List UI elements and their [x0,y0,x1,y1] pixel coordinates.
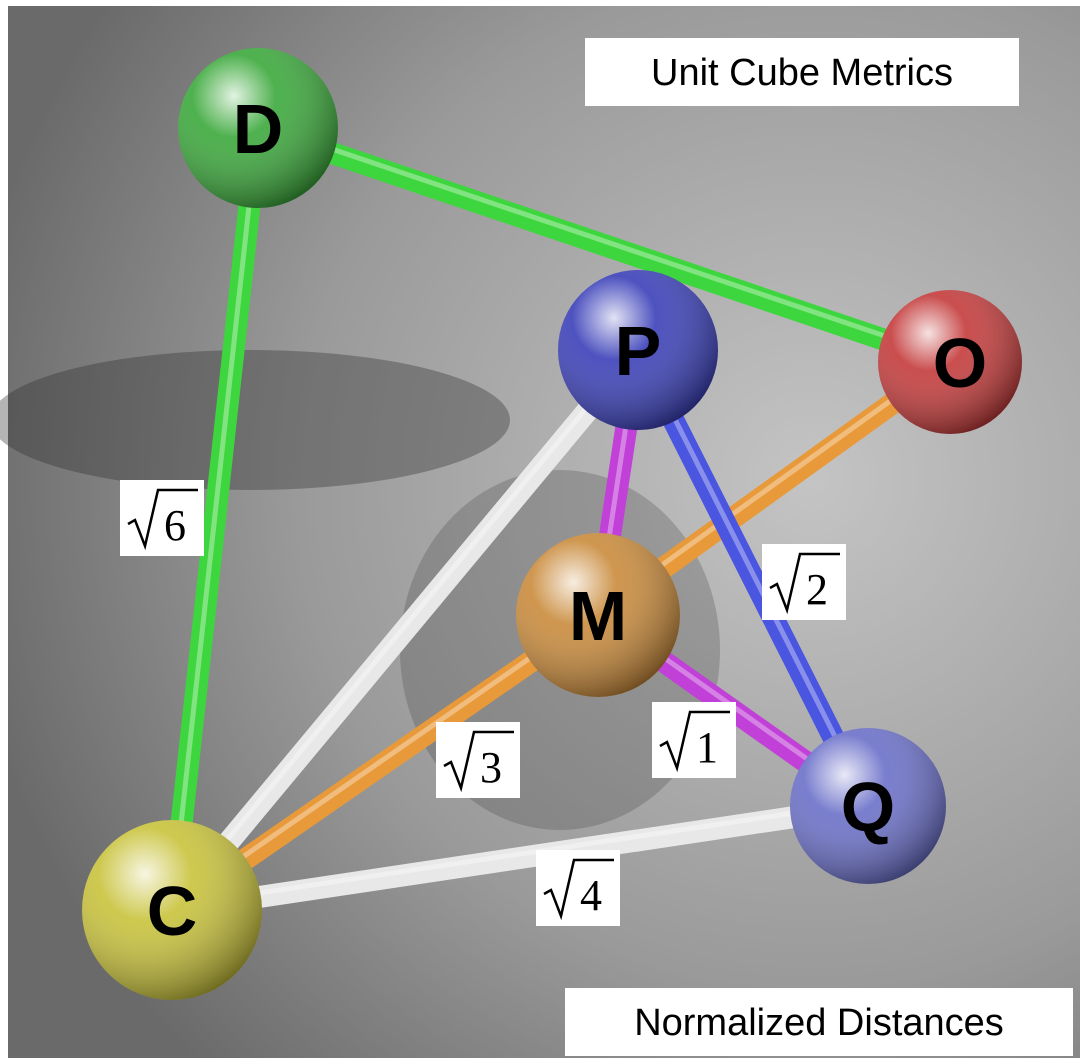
node-shading [558,270,718,430]
footer-box: Normalized Distances [565,988,1073,1056]
edge-label-box [120,480,204,556]
edge-label-box [652,702,736,778]
shadow-blob [0,350,510,490]
radical-icon [443,730,514,793]
node-d: D [178,48,338,208]
edge-label-d-c: 6 [120,480,204,556]
node-shading [790,728,946,884]
edge-label-box [436,722,520,798]
edge-d-c [161,117,269,921]
edge-label-value: 4 [580,871,602,920]
edge-highlight [255,121,953,361]
node-shading [82,820,262,1000]
title-text: Unit Cube Metrics [651,52,953,94]
edge-c-q [161,795,879,921]
radical-icon [127,488,198,551]
nodes-group: D P O M Q C [82,48,1022,1000]
node-shading [878,290,1022,434]
edge-p-c [161,339,649,921]
node-label-d: D [233,90,284,168]
edge-label-value: 2 [806,565,828,614]
edge-label-value: 1 [696,723,718,772]
edge-label-c-q: 4 [536,850,620,926]
node-label-o: O [933,324,987,402]
edge-label-value: 3 [480,743,502,792]
radical-icon [543,858,614,921]
edge-label-value: 6 [164,501,186,550]
node-m: M [516,533,680,697]
node-o: O [878,290,1022,434]
node-label-q: Q [841,768,895,846]
node-q: Q [790,728,946,884]
edge-label-box [536,850,620,926]
footer-text: Normalized Distances [634,1002,1004,1044]
title-box: Unit Cube Metrics [585,38,1019,106]
edge-label-p-q: 2 [762,544,846,620]
edge-labels-group: 6 4 3 2 1 [120,480,846,926]
node-c: C [82,820,262,1000]
node-shading [516,533,680,697]
node-p: P [558,270,718,430]
node-label-c: C [147,872,198,950]
edge-p-q [627,339,879,817]
edge-highlight [169,799,871,909]
radical-icon [769,552,840,615]
node-label-p: P [615,312,662,390]
edge-highlight [169,343,641,909]
edge-label-m-q: 1 [652,702,736,778]
edge-highlight [635,343,871,805]
edge-label-c-m: 3 [436,722,520,798]
node-label-m: M [569,577,627,655]
edge-highlight [169,121,261,909]
node-shading [178,48,338,208]
edge-d-o [247,117,961,373]
radical-icon [659,710,730,773]
edge-label-box [762,544,846,620]
